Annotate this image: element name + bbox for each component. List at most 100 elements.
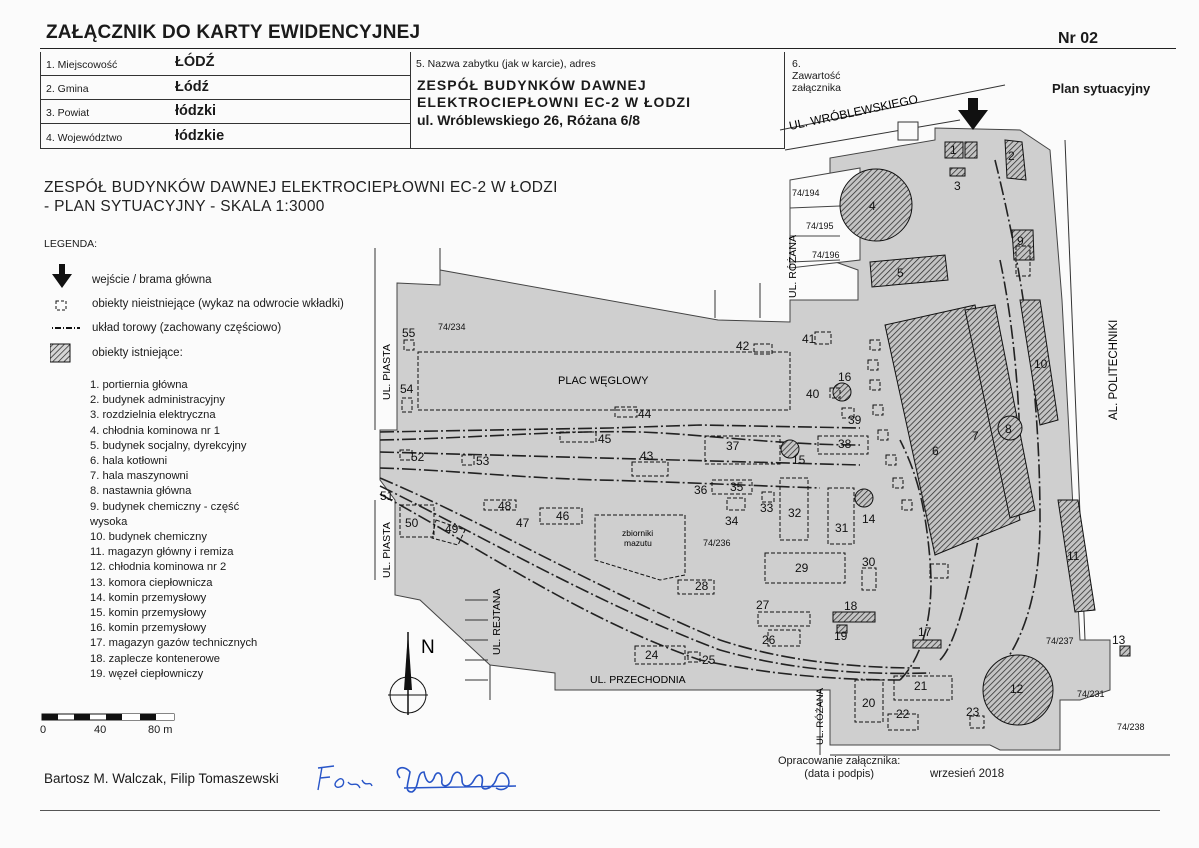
col-divider <box>784 52 785 149</box>
powiat-label: 3. Powiat <box>46 107 90 119</box>
scale-zero: 0 <box>40 724 47 736</box>
svg-text:26: 26 <box>762 633 776 647</box>
scale-40: 40 <box>94 724 107 736</box>
svg-text:7: 7 <box>972 429 979 443</box>
legend-entry: 15. komin przemysłowy <box>90 607 207 620</box>
scale-bar <box>41 713 175 721</box>
parcel-74-236: 74/236 <box>703 538 731 548</box>
street-politechniki: AL. POLITECHNIKI <box>1108 320 1120 420</box>
legend-entry: 4. chłodnia kominowa nr 1 <box>90 424 220 437</box>
scale-80: 80 m <box>148 724 173 736</box>
svg-text:43: 43 <box>640 449 654 463</box>
tanks-label-1: zbiorniki <box>622 528 653 538</box>
svg-text:24: 24 <box>645 648 659 662</box>
north-label: N <box>421 637 435 658</box>
svg-text:5: 5 <box>897 266 904 280</box>
parcel-74-196: 74/196 <box>812 250 840 260</box>
svg-text:53: 53 <box>476 454 490 468</box>
svg-text:39: 39 <box>848 413 862 427</box>
svg-text:51: 51 <box>380 489 394 503</box>
svg-text:32: 32 <box>788 506 802 520</box>
street-rejtana: UL. REJTANA <box>491 589 503 655</box>
svg-text:8: 8 <box>1005 422 1012 436</box>
wojewodztwo-value: łódzkie <box>175 128 225 144</box>
svg-text:47: 47 <box>516 516 530 530</box>
zawartosc-label: 6. Zawartość załącznika <box>792 58 842 94</box>
parcel-74-238: 74/238 <box>1117 722 1145 732</box>
parcel-74-234: 74/234 <box>438 322 466 332</box>
record-fields-grid: 1. Miejscowość ŁÓDŹ 2. Gmina Łódź 3. Pow… <box>40 52 841 150</box>
legend-entry: 12. chłodnia kominowa nr 2 <box>90 561 227 574</box>
legend-entry: 13. komora ciepłownicza <box>90 576 213 589</box>
plan-title-line1: ZESPÓŁ BUDYNKÓW DAWNEJ ELEKTROCIEPŁOWNI … <box>44 179 558 196</box>
svg-text:15: 15 <box>792 453 806 467</box>
north-arrow-icon <box>388 632 428 715</box>
contents-value: Plan sytuacyjny <box>1052 81 1151 96</box>
street-rozana-bottom: UL. RÓŻANA <box>815 687 826 745</box>
existing-buildings <box>780 139 1131 726</box>
parcel-labels: 74/194 74/195 74/196 74/234 74/236 74/23… <box>438 188 1145 732</box>
svg-text:54: 54 <box>400 382 414 396</box>
prepared-by-line2: (data i podpis) <box>804 768 874 780</box>
svg-text:20: 20 <box>862 696 876 710</box>
monument-address: ul. Wróblewskiego 26, Różana 6/8 <box>417 112 641 128</box>
svg-text:55: 55 <box>402 326 416 340</box>
legend-entry: 8. nastawnia główna <box>90 485 192 498</box>
svg-text:36: 36 <box>694 483 708 497</box>
svg-text:19: 19 <box>834 629 848 643</box>
svg-text:1: 1 <box>950 143 957 157</box>
svg-text:35: 35 <box>730 480 744 494</box>
prepared-by: Opracowanie załącznika: (data i podpis) <box>778 755 900 781</box>
legend-entry: 18. zaplecze kontenerowe <box>90 652 220 665</box>
legend-entry: 6. hala kotłowni <box>90 455 168 468</box>
legend-nonexistent: obiekty nieistniejące (wykaz na odwrocie… <box>92 298 344 310</box>
legend-entry: 11. magazyn główny i remiza <box>90 546 234 559</box>
legend-title: LEGENDA: <box>44 238 98 250</box>
wojewodztwo-label: 4. Województwo <box>46 132 123 144</box>
document-number: Nr 02 <box>1058 30 1099 47</box>
svg-text:25: 25 <box>702 653 716 667</box>
legend-entry: wysoka <box>90 515 128 528</box>
plan-title: ZESPÓŁ BUDYNKÓW DAWNEJ ELEKTROCIEPŁOWNI … <box>44 178 558 216</box>
legend-entry: 3. rozdzielnia elektryczna <box>90 409 216 422</box>
legend-entry: 10. budynek chemiczny <box>90 531 207 544</box>
svg-text:52: 52 <box>411 450 425 464</box>
street-rozana-top: UL. RÓŻANA <box>786 235 799 298</box>
svg-text:3: 3 <box>954 179 961 193</box>
authors: Bartosz M. Walczak, Filip Tomaszewski <box>44 771 279 786</box>
svg-text:29: 29 <box>795 561 809 575</box>
document-date: wrzesień 2018 <box>930 768 1005 780</box>
miejscowosc-label: 1. Miejscowość <box>46 59 118 71</box>
legend-entry: 14. komin przemysłowy <box>90 591 207 604</box>
svg-text:38: 38 <box>838 437 852 451</box>
svg-text:34: 34 <box>725 514 739 528</box>
col-divider <box>410 52 411 149</box>
gmina-value: Łódź <box>175 79 209 95</box>
svg-text:28: 28 <box>695 579 709 593</box>
plan-title-line2: - PLAN SYTUACYJNY - SKALA 1:3000 <box>44 198 325 215</box>
svg-text:37: 37 <box>726 439 740 453</box>
legend-existing: obiekty istniejące: <box>92 347 183 359</box>
header-rule <box>40 48 1176 50</box>
parcel-74-237: 74/237 <box>1046 636 1074 646</box>
row-divider <box>40 148 785 149</box>
legend-entrance: wejście / brama główna <box>92 274 212 286</box>
row-divider <box>40 75 410 76</box>
legend-building-list: 1. portiernia główna 2. budynek administ… <box>90 378 257 682</box>
svg-text:46: 46 <box>556 509 570 523</box>
svg-text:4: 4 <box>869 199 876 213</box>
legend-entry: 19. węzeł ciepłowniczy <box>90 667 204 680</box>
row-divider <box>40 99 410 100</box>
svg-text:50: 50 <box>405 516 419 530</box>
svg-text:41: 41 <box>802 332 816 346</box>
small-box <box>897 121 919 141</box>
nonexistent-symbol-icon <box>55 300 67 311</box>
col-divider <box>40 52 41 149</box>
entrance-arrow-icon <box>52 264 72 288</box>
svg-text:33: 33 <box>760 501 774 515</box>
legend-entry: 2. budynek administracyjny <box>90 394 225 407</box>
svg-text:30: 30 <box>862 555 876 569</box>
legend-entry: 5. budynek socjalny, dyrekcyjny <box>90 439 247 452</box>
svg-text:49: 49 <box>445 522 459 536</box>
svg-text:22: 22 <box>896 707 910 721</box>
